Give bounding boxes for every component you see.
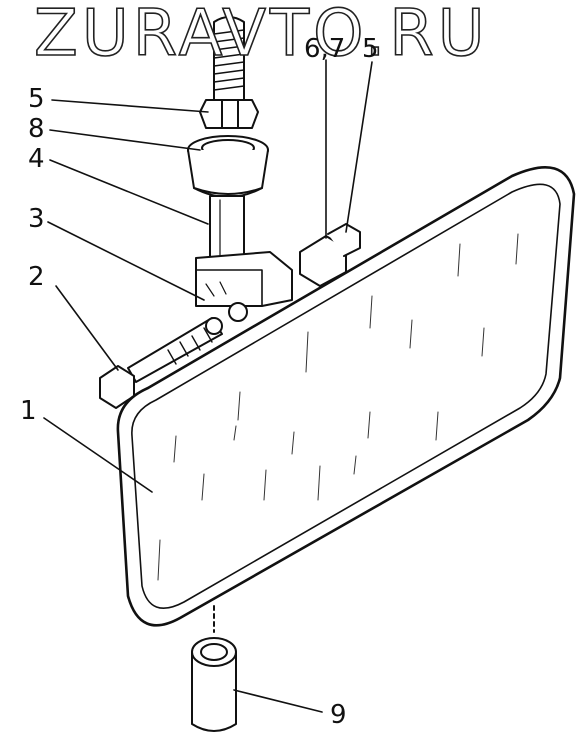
- hex-nut: [199, 99, 259, 129]
- callout-label-2: 2: [28, 262, 45, 292]
- bolt: [99, 317, 223, 409]
- glass-hatching: [157, 233, 519, 581]
- callout-label-9: 9: [330, 700, 347, 730]
- bushing: [187, 149, 269, 198]
- callout-label-6-7: 6,7: [304, 34, 346, 64]
- bracket: [195, 251, 293, 307]
- threaded-stud: [213, 16, 245, 101]
- callout-label-3: 3: [28, 204, 45, 234]
- leader-lines: [43, 59, 373, 713]
- callout-label-5-right: 5: [362, 34, 379, 64]
- rod: [209, 195, 245, 263]
- callout-label-4: 4: [28, 144, 45, 174]
- mirror: [116, 166, 576, 627]
- watermark-logo: ZURAVTO.RU: [33, 0, 489, 71]
- callout-label-5-left: 5: [28, 84, 45, 114]
- hinge-nuts: [228, 223, 361, 322]
- callout-label-1: 1: [20, 396, 37, 426]
- tube: [191, 605, 237, 732]
- callout-label-8: 8: [28, 114, 45, 144]
